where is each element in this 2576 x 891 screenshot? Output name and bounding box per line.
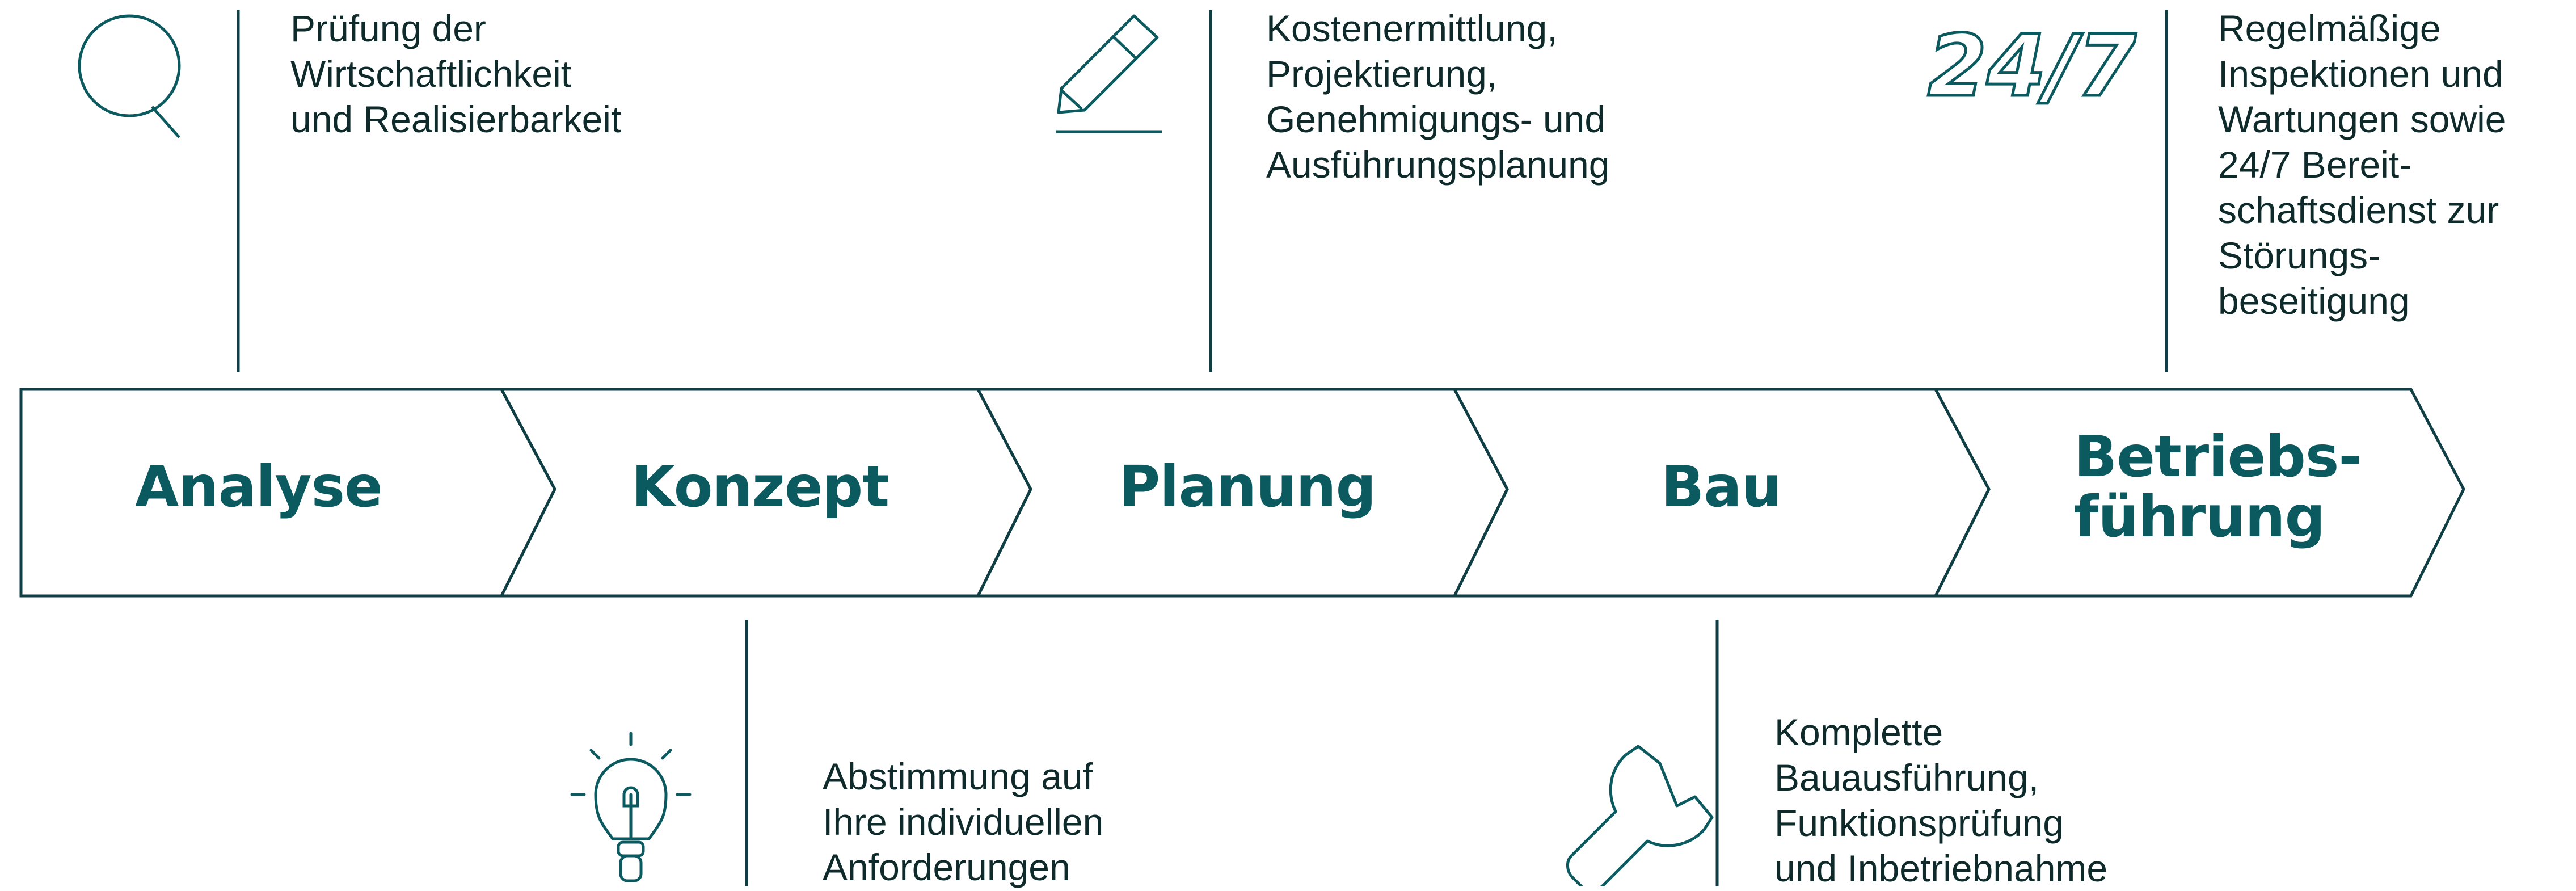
24-7-icon: 24/7 <box>1928 17 2137 116</box>
lightbulb-icon <box>570 732 692 882</box>
description-analyse: Prüfung der Wirtschaftlichkeit und Reali… <box>290 7 622 140</box>
description-planung: Kostenermittlung, Projektierung, Genehmi… <box>1266 7 1610 186</box>
description-bau: Komplette Bauausführung, Funktionsprüfun… <box>1774 711 2108 889</box>
pencil-icon <box>1056 14 1162 133</box>
description-konzept: Abstimmung auf Ihre individuellen Anford… <box>823 755 1104 888</box>
description-betriebsfuehrung: Regelmäßige Inspektionen und Wartungen s… <box>2218 7 2506 322</box>
step-shape-betriebsfuehrung <box>1933 388 2465 598</box>
step-label-analyse: Analyse <box>135 453 383 520</box>
wrench-icon <box>1566 745 1714 886</box>
step-label-betriebsfuehrung: Betriebs- führung <box>2074 423 2362 550</box>
step-label-konzept: Konzept <box>631 453 889 520</box>
step-label-bau: Bau <box>1661 453 1782 520</box>
step-label-planung: Planung <box>1119 453 1376 520</box>
magnifier-icon <box>78 14 181 138</box>
